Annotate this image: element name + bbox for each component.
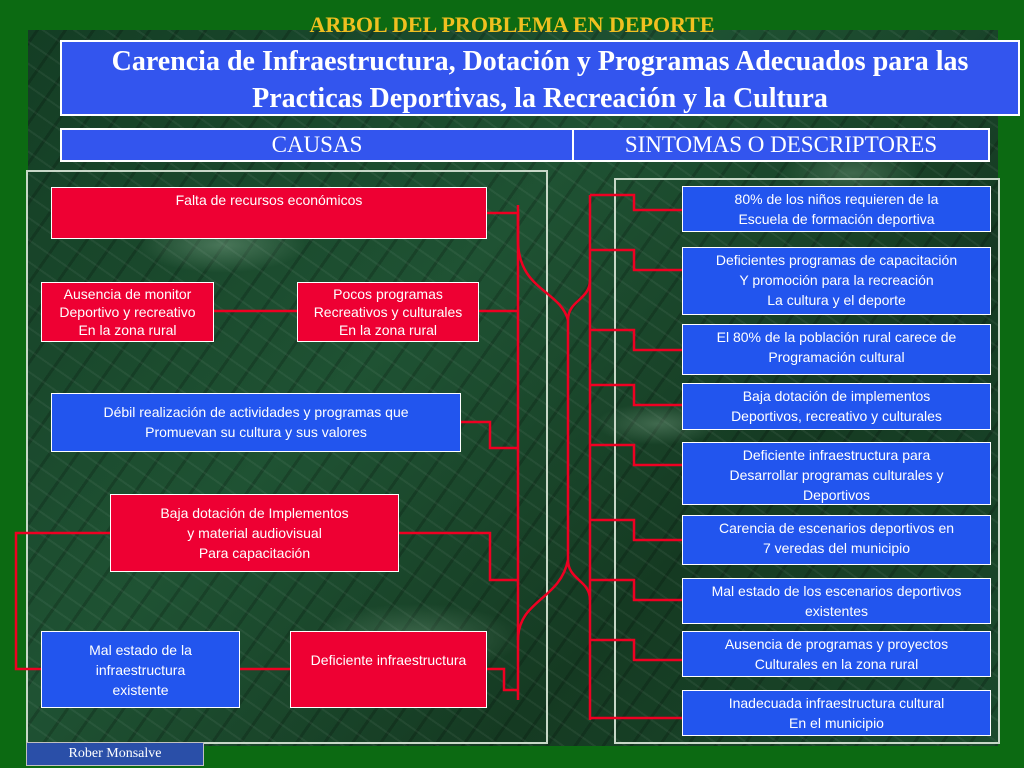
symptoms-header: SINTOMAS O DESCRIPTORES <box>572 128 990 162</box>
symptom-box-2: Deficientes programas de capacitación Y … <box>682 247 991 315</box>
connector-c5-c6 <box>14 531 110 671</box>
cause-box-7: Deficiente infraestructura <box>290 631 487 708</box>
connector-s5 <box>590 443 683 467</box>
symptom-box-6: Carencia de escenarios deportivos en 7 v… <box>682 515 991 565</box>
connector-s8 <box>590 638 683 662</box>
connector-s3 <box>590 328 683 352</box>
author-footer: Rober Monsalve <box>26 742 204 766</box>
connector-c7 <box>486 667 518 692</box>
symptom-box-5: Deficiente infraestructura para Desarrol… <box>682 442 991 505</box>
causes-panel <box>26 170 548 744</box>
slide-title: ARBOL DEL PROBLEMA EN DEPORTE <box>309 12 715 37</box>
connector-s7 <box>590 578 683 602</box>
cause-box-5: Baja dotación de Implementos y material … <box>110 494 399 572</box>
connector-c1 <box>486 211 520 240</box>
symptom-box-7: Mal estado de los escenarios deportivos … <box>682 578 991 624</box>
connector-s2 <box>590 248 683 272</box>
connector-s1 <box>590 193 683 212</box>
causes-header: CAUSAS <box>60 128 574 162</box>
cause-box-2: Ausencia de monitor Deportivo y recreati… <box>41 282 214 342</box>
symptom-box-4: Baja dotación de implementos Deportivos,… <box>682 383 991 430</box>
cause-box-3: Pocos programas Recreativos y culturales… <box>297 282 479 342</box>
cause-box-1: Falta de recursos económicos <box>51 187 487 239</box>
main-problem-box: Carencia de Infraestructura, Dotación y … <box>60 40 1020 116</box>
brace-right <box>566 279 592 601</box>
connector-s6 <box>590 518 683 542</box>
symptom-box-3: El 80% de la población rural carece de P… <box>682 324 991 375</box>
connector-c5 <box>398 531 518 582</box>
connector-c4 <box>460 420 518 450</box>
brace-curve <box>516 239 570 641</box>
cause-box-4: Débil realización de actividades y progr… <box>51 393 461 452</box>
symptom-box-8: Ausencia de programas y proyectos Cultur… <box>682 631 991 677</box>
connector-s4 <box>590 383 683 407</box>
symptom-box-1: 80% de los niños requieren de la Escuela… <box>682 186 991 232</box>
cause-box-6: Mal estado de la infraestructura existen… <box>41 631 240 708</box>
symptoms-panel <box>614 178 1000 744</box>
symptom-box-9: Inadecuada infraestructura cultural En e… <box>682 690 991 736</box>
